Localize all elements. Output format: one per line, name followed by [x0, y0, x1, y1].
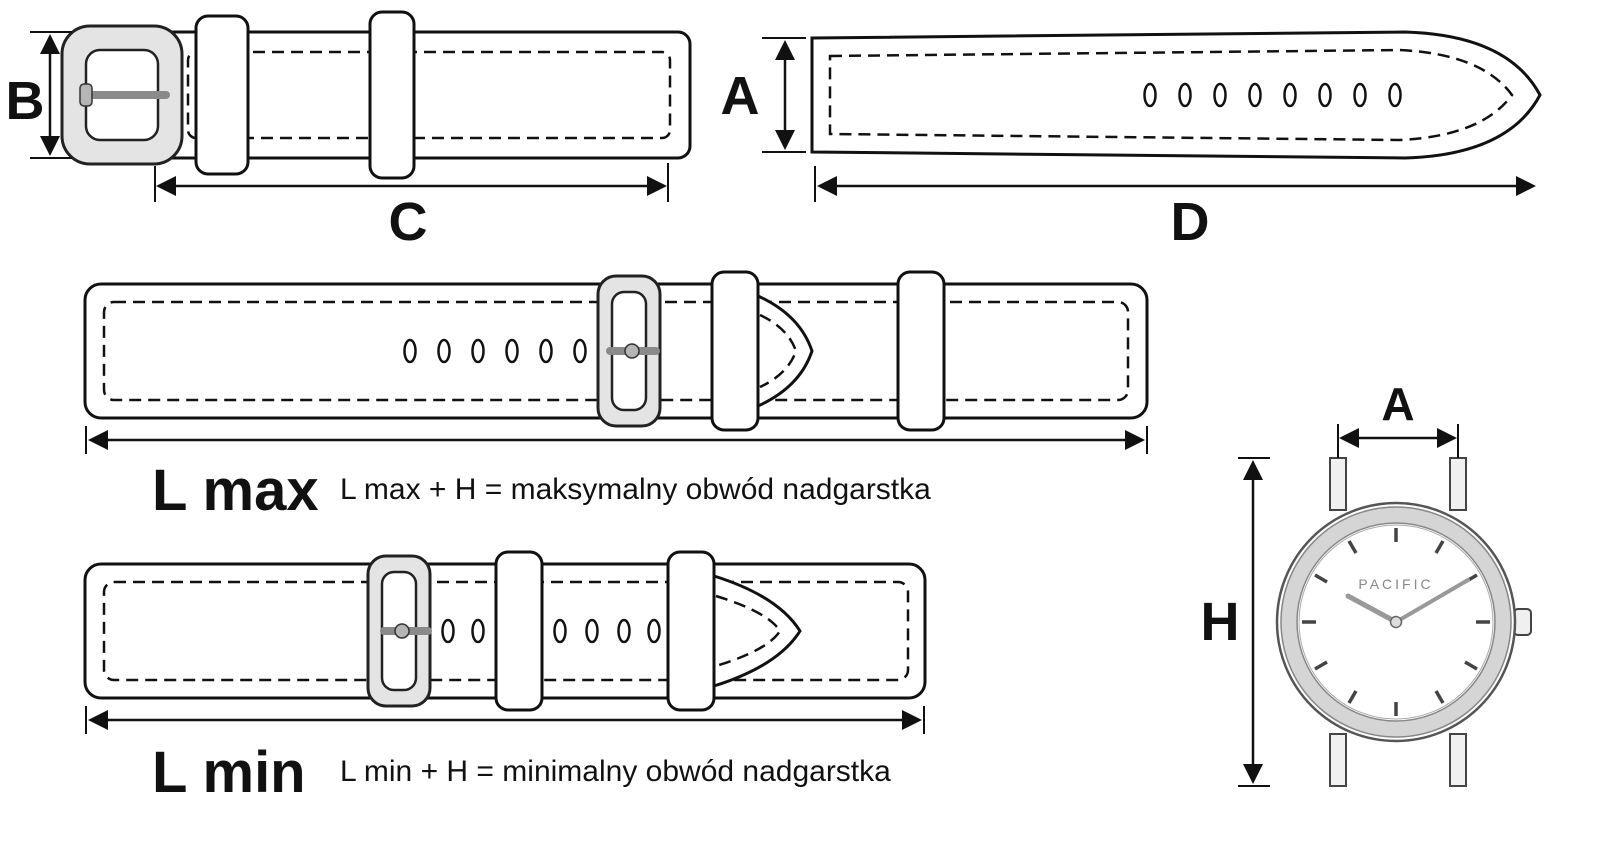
buckle-strap-stitching	[186, 50, 672, 140]
keeper-loop	[494, 550, 544, 712]
strap-holes	[1143, 82, 1402, 108]
dimension-a: A	[721, 37, 806, 153]
strap-hole	[505, 338, 519, 364]
hour-marker	[1314, 660, 1328, 671]
watch-crown	[1513, 608, 1532, 636]
strap-hole	[437, 338, 451, 364]
strap-hole	[617, 618, 631, 644]
watch-illustration: PACIFIC	[1275, 457, 1532, 787]
dimension-a-label: A	[721, 66, 760, 126]
watch-brand-text: PACIFIC	[1358, 576, 1433, 592]
dimension-c-label: C	[389, 192, 428, 252]
hour-marker	[1464, 660, 1478, 671]
strap-hole	[647, 618, 661, 644]
strap-hole	[585, 618, 599, 644]
dimension-c: C	[154, 163, 669, 252]
keeper-loop	[368, 10, 416, 180]
dimension-h-label: H	[1201, 592, 1240, 652]
lmax-formula-text: L max + H = maksymalny obwód nadgarstka	[340, 473, 931, 506]
watch-lug	[1449, 457, 1467, 511]
strap-hole	[1318, 82, 1332, 108]
assembled-strap-lmin	[83, 550, 927, 712]
hour-marker	[1434, 540, 1445, 554]
strap-hole	[553, 618, 567, 644]
strap-hole	[1248, 82, 1262, 108]
dimension-lmax-label: L max	[152, 458, 319, 523]
tail-strap-stitching	[828, 48, 1514, 142]
strap-holes	[441, 618, 661, 644]
buckle-strap-piece	[60, 10, 692, 180]
buckle	[596, 274, 662, 428]
keeper-loop	[896, 270, 946, 432]
strap-holes	[403, 338, 587, 364]
strap-hole	[403, 338, 417, 364]
hour-marker	[1314, 573, 1328, 584]
buckle	[366, 554, 432, 708]
minute-hand	[1394, 578, 1470, 624]
strap-hole	[1353, 82, 1367, 108]
dimension-b-label: B	[6, 71, 45, 131]
hour-marker	[1347, 690, 1358, 704]
dimension-h: H	[1201, 457, 1270, 787]
tail-strap-body	[810, 30, 1542, 160]
watch-hour-markers	[1302, 528, 1490, 716]
hands-center-pin	[1389, 615, 1403, 629]
strap-hole	[1213, 82, 1227, 108]
hour-marker	[1347, 540, 1358, 554]
strap-hole	[539, 338, 553, 364]
dimension-d: D	[814, 166, 1536, 252]
watch-lug	[1449, 733, 1467, 787]
strap-hole	[1143, 82, 1157, 108]
strap-hole	[471, 338, 485, 364]
strap-hole	[441, 618, 455, 644]
dimension-lmax: L max L max + H = maksymalny obwód nadga…	[85, 426, 1148, 523]
strap-hole	[1283, 82, 1297, 108]
dimension-lmin-label: L min	[152, 740, 306, 805]
strap-hole	[1388, 82, 1402, 108]
dimension-watch-a-label: A	[1381, 378, 1414, 430]
watch-lug	[1329, 733, 1347, 787]
assembled-strap-lmax	[83, 270, 1149, 432]
strap-tip-stitching	[715, 594, 782, 668]
dimension-watch-a: A	[1337, 378, 1459, 458]
watch-bezel-edge	[1280, 506, 1512, 738]
dimension-b: B	[6, 31, 72, 159]
tail-strap-piece	[810, 30, 1542, 160]
buckle-prong-pivot	[394, 623, 410, 639]
strap-tip-stitching	[759, 313, 798, 389]
strap-hole	[573, 338, 587, 364]
keeper-loop	[666, 550, 716, 712]
keeper-loop	[710, 270, 760, 432]
dimension-lmin: L min L min + H = minimalny obwód nadgar…	[85, 706, 925, 805]
dimension-d-label: D	[1171, 192, 1210, 252]
buckle-prong-pivot	[624, 343, 640, 359]
keeper-loop	[194, 14, 250, 176]
hour-marker	[1434, 690, 1445, 704]
lmin-formula-text: L min + H = minimalny obwód nadgarstka	[340, 755, 891, 788]
strap-hole	[471, 618, 485, 644]
buckle	[60, 24, 184, 166]
buckle-prong-pivot	[79, 83, 93, 107]
watch-lug	[1329, 457, 1347, 511]
watch-bezel	[1281, 507, 1511, 737]
strap-hole	[1178, 82, 1192, 108]
watch-bezel-edge	[1296, 522, 1496, 722]
strap-tip	[756, 293, 814, 409]
hour-hand	[1345, 593, 1399, 625]
